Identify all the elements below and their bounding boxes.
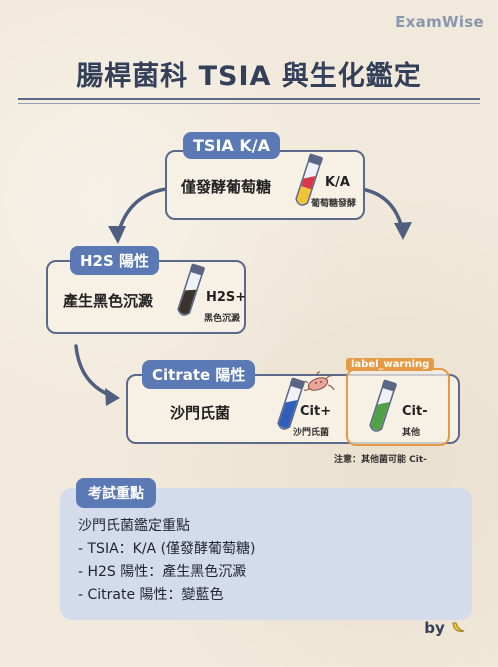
tsia-tube-icon — [295, 153, 323, 206]
summary-pill: 考試重點 — [76, 478, 156, 508]
h2s-result-label: H2S+ — [206, 290, 247, 305]
brand-name: ExamWise — [395, 13, 484, 31]
citrate-negative-label: Cit- — [402, 404, 428, 419]
banana-icon — [450, 619, 466, 637]
h2s-description: 產生黑色沉澱 — [63, 292, 154, 310]
h2s-result-sub: 黑色沉澱 — [204, 314, 241, 324]
citrate-negative-tube-icon — [369, 379, 397, 432]
tsia-description: 僅發酵葡萄糖 — [181, 178, 272, 196]
tsia-result-label: K/A — [325, 175, 350, 190]
summary-item-citrate: - Citrate 陽性：變藍色 — [78, 587, 224, 603]
citrate-pill: Citrate 陽性 — [142, 360, 256, 389]
summary-box — [60, 488, 472, 620]
tsia-pill: TSIA K/A — [183, 132, 280, 159]
h2s-pill: H2S 陽性 — [70, 246, 160, 275]
title-divider-thin — [18, 103, 480, 104]
warning-tag: label_warning — [346, 358, 435, 371]
citrate-positive-label: Cit+ — [300, 404, 332, 419]
page-title: 腸桿菌科 TSIA 與生化鑑定 — [76, 61, 422, 92]
summary-item-tsia: - TSIA：K/A (僅發酵葡萄糖) — [78, 541, 256, 557]
summary-lines: 沙門氏菌鑑定重點 - TSIA：K/A (僅發酵葡萄糖) - H2S 陽性：產生… — [78, 515, 256, 607]
h2s-tube-icon — [177, 263, 205, 316]
title-divider — [18, 98, 480, 100]
tsia-card — [165, 150, 365, 220]
citrate-description: 沙門氏菌 — [170, 404, 231, 422]
byline: by — [424, 619, 466, 637]
citrate-positive-sub: 沙門氏菌 — [293, 428, 330, 438]
summary-item-h2s: - H2S 陽性：產生黑色沉澱 — [78, 564, 247, 580]
warning-highlight-box — [346, 368, 450, 446]
citrate-negative-sub: 其他 — [402, 428, 421, 438]
citrate-note: 注意：其他菌可能 Cit- — [334, 455, 427, 465]
tsia-result-sub: 葡萄糖發酵 — [311, 199, 357, 209]
summary-heading: 沙門氏菌鑑定重點 — [78, 518, 190, 534]
byline-text: by — [424, 619, 445, 637]
citrate-positive-tube-icon — [277, 377, 305, 430]
salmonella-bacterium-icon — [302, 371, 335, 391]
